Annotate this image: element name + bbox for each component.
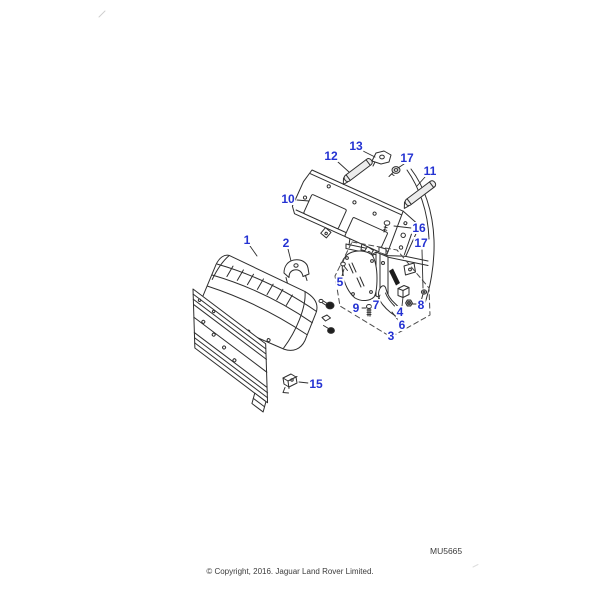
hinge-pin-rod bbox=[389, 268, 400, 286]
callout-5: 5 bbox=[335, 275, 345, 289]
callout-2: 2 bbox=[281, 236, 291, 250]
leader-line-17 bbox=[421, 249, 424, 289]
leader-line-2 bbox=[287, 248, 292, 262]
leader-line-12 bbox=[337, 161, 350, 173]
callout-17: 17 bbox=[399, 151, 415, 165]
callout-13: 13 bbox=[348, 139, 364, 153]
callout-1: 1 bbox=[242, 233, 252, 247]
callout-7: 7 bbox=[371, 298, 381, 312]
dashed-box-3 bbox=[334, 241, 431, 338]
callout-11: 11 bbox=[422, 164, 438, 178]
screw-17 bbox=[420, 289, 428, 300]
leader-line-13 bbox=[362, 150, 376, 158]
bin-studs bbox=[318, 298, 335, 334]
leader-line-16 bbox=[393, 225, 412, 229]
pin-11 bbox=[403, 180, 437, 209]
glovebox-bin-1 bbox=[199, 254, 318, 351]
bolt-16 bbox=[383, 220, 391, 233]
leader-line-11 bbox=[416, 176, 426, 187]
copyright-text: © Copyright, 2016. Jaguar Land Rover Lim… bbox=[206, 567, 374, 576]
nut-8 bbox=[405, 299, 413, 307]
callout-6: 6 bbox=[397, 318, 407, 332]
callout-9: 9 bbox=[351, 301, 361, 315]
callout-17: 17 bbox=[413, 236, 429, 250]
callout-10: 10 bbox=[280, 192, 296, 206]
callout-12: 12 bbox=[323, 149, 339, 163]
leader-line-10 bbox=[296, 199, 310, 202]
clip-4 bbox=[397, 285, 410, 298]
leader-line-5 bbox=[341, 268, 345, 277]
leader-lines bbox=[249, 150, 426, 384]
leader-line-4 bbox=[401, 296, 404, 307]
screw-9 bbox=[366, 304, 372, 317]
callout-8: 8 bbox=[416, 298, 426, 312]
leader-line-1 bbox=[249, 245, 258, 257]
leader-line-6 bbox=[391, 311, 399, 321]
callout-4: 4 bbox=[395, 305, 405, 319]
clip-15 bbox=[282, 373, 298, 394]
glovebox-lid bbox=[192, 288, 269, 413]
hinge-plate-5 bbox=[340, 250, 378, 301]
bracket-2 bbox=[283, 259, 310, 284]
callout-16: 16 bbox=[411, 221, 427, 235]
artifact-marks bbox=[98, 10, 479, 568]
bracket-13 bbox=[371, 150, 392, 167]
leader-line-17 bbox=[397, 163, 405, 169]
callout-3: 3 bbox=[386, 329, 396, 343]
drawing-code: MU5665 bbox=[430, 546, 463, 556]
leader-line-15 bbox=[298, 381, 309, 384]
pin-12 bbox=[342, 158, 373, 185]
front-panel-10 bbox=[291, 169, 418, 258]
callout-15: 15 bbox=[308, 377, 324, 391]
